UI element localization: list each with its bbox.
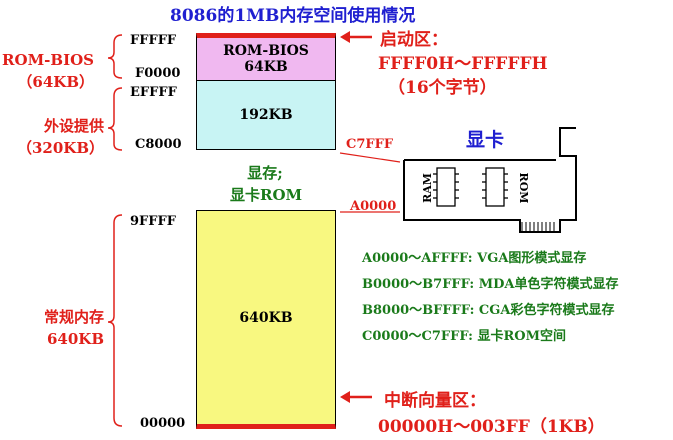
addr-c8000: C8000 <box>135 137 182 152</box>
rom-bios-block-size: 64KB <box>244 59 288 75</box>
c7fff-marker <box>339 152 401 163</box>
conventional-memory-block: 640KB <box>196 210 336 429</box>
side-label-peripheral-line1: 外设提供 <box>43 117 104 135</box>
side-label-rom-bios: ROM-BIOS （64KB） <box>2 49 94 93</box>
diagram-title: 8086的1MB内存空间使用情况 <box>170 6 416 26</box>
addr-00000: 00000 <box>140 416 186 431</box>
side-label-rom-bios-line2: （64KB） <box>17 73 94 91</box>
brace-peripheral <box>107 87 123 151</box>
video-card-connector <box>521 222 555 231</box>
legend-item: C0000～C7FFF: 显卡ROM空间 <box>362 329 566 344</box>
interrupt-vector-arrowhead <box>340 391 350 403</box>
side-label-peripheral: 外设提供 （320KB） <box>17 115 104 159</box>
interrupt-vector-range: 00000H～003FF（1KB） <box>378 417 605 437</box>
rom-bios-block-label: ROM-BIOS <box>223 43 309 59</box>
addr-a0000: A0000 <box>350 199 397 214</box>
legend-item: A0000～AFFFF: VGA图形模式显存 <box>362 251 587 266</box>
video-card-icon <box>403 127 577 233</box>
addr-9ffff: 9FFFF <box>130 214 176 229</box>
addr-f0000: F0000 <box>135 66 181 81</box>
side-label-conventional: 常规内存 640KB <box>44 306 104 350</box>
addr-effff: EFFFF <box>130 85 177 100</box>
peripheral-block-size: 192KB <box>239 107 293 123</box>
boot-area-range: FFFF0H～FFFFFH <box>378 54 548 74</box>
video-memory-label-line2: 显卡ROM <box>230 186 303 204</box>
boot-area-arrowhead <box>340 31 350 43</box>
video-memory-legend: A0000～AFFFF: VGA图形模式显存 B0000～B7FFF: MDA单… <box>362 246 619 350</box>
boot-area-title: 启动区： <box>380 30 448 50</box>
side-label-rom-bios-line1: ROM-BIOS <box>2 51 94 69</box>
addr-c7fff: C7FFF <box>346 137 394 152</box>
peripheral-block: 192KB <box>196 80 336 150</box>
legend-item: B0000～B7FFF: MDA单色字符模式显存 <box>362 277 619 292</box>
side-label-peripheral-line2: （320KB） <box>16 139 104 157</box>
interrupt-vector-annotation: 中断向量区： 00000H～003FF（1KB） <box>378 388 605 440</box>
ram-chip-icon <box>433 167 459 207</box>
interrupt-vector-title: 中断向量区： <box>384 391 486 411</box>
video-card-title: 显卡 <box>466 128 504 151</box>
boot-area-size: （16个字节） <box>388 78 497 98</box>
brace-conventional <box>107 214 123 427</box>
conventional-memory-block-size: 640KB <box>239 309 293 326</box>
rom-chip-label: ROM <box>517 173 530 204</box>
side-label-conventional-line2: 640KB <box>46 330 104 348</box>
addr-fffff: FFFFF <box>130 33 177 48</box>
boot-area-annotation: 启动区： FFFF0H～FFFFFH （16个字节） <box>378 28 548 100</box>
video-memory-label-line1: 显存; <box>247 164 283 182</box>
side-label-conventional-line1: 常规内存 <box>43 308 104 326</box>
legend-item: B8000～BFFFF: CGA彩色字符模式显存 <box>362 303 615 318</box>
ram-chip-label: RAM <box>421 173 434 203</box>
rom-chip-icon <box>482 167 508 207</box>
brace-rom-bios <box>107 34 123 79</box>
video-memory-label: 显存; 显卡ROM <box>230 162 303 206</box>
